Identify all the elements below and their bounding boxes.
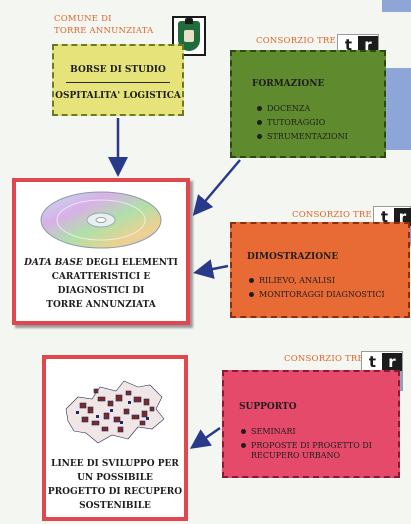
comune-box-line1: BORSE DI STUDIO	[70, 65, 166, 75]
comune-box-line2: OSPITALITA' LOGISTICA	[55, 91, 181, 101]
supporto-title: SUPPORTO	[239, 402, 297, 412]
formazione-item: STRUMENTAZIONI	[257, 132, 348, 142]
comune-label-line2: TORRE ANNUNZIATA	[54, 26, 154, 36]
dimostrazione-title: DIMOSTRAZIONE	[247, 252, 339, 262]
linee-line1: LINEE DI SVILUPPO PER	[51, 459, 179, 469]
dimostrazione-item: MONITORAGGI DIAGNOSTICI	[249, 290, 385, 300]
comune-box-divider	[66, 82, 170, 83]
formazione-header: CONSORZIO TRE	[256, 36, 336, 46]
arrow-formazione-to-database	[192, 159, 241, 216]
linee-box: LINEE DI SVILUPPO PER UN POSSIBILE PROGE…	[42, 355, 188, 521]
formazione-item: TUTORAGGIO	[257, 118, 348, 128]
database-line4: TORRE ANNUNZIATA	[46, 300, 156, 310]
formazione-box: FORMAZIONE DOCENZA TUTORAGGIO STRUMENTAZ…	[230, 50, 386, 158]
comune-label-line1: COMUNE DI	[54, 14, 112, 24]
supporto-box: SUPPORTO SEMINARI PROPOSTE DI PROGETTO D…	[222, 370, 400, 478]
dimostrazione-header: CONSORZIO TRE	[292, 210, 372, 220]
database-title: DATA BASE DEGLI ELEMENTI	[24, 258, 178, 268]
dimostrazione-box: DIMOSTRAZIONE RILIEVO, ANALISI MONITORAG…	[230, 222, 410, 318]
database-line3: DIAGNOSTICI DI	[57, 286, 145, 296]
dimostrazione-list: RILIEVO, ANALISI MONITORAGGI DIAGNOSTICI	[249, 276, 385, 304]
arrow-dimostrazione-to-database	[193, 259, 229, 279]
supporto-item: SEMINARI	[241, 427, 391, 437]
supporto-header: CONSORZIO TRE	[284, 354, 364, 364]
supporto-list: SEMINARI PROPOSTE DI PROGETTO DI RECUPER…	[241, 427, 391, 465]
decorative-strip-middle	[382, 68, 411, 150]
database-line2: CARATTERISTICI E	[51, 272, 151, 282]
supporto-item: PROPOSTE DI PROGETTO DI RECUPERO URBANO	[241, 441, 391, 461]
formazione-title: FORMAZIONE	[252, 79, 325, 89]
linee-line3: PROGETTO DI RECUPERO	[47, 487, 183, 497]
arrow-supporto-to-linee	[189, 426, 221, 449]
comune-box: BORSE DI STUDIO OSPITALITA' LOGISTICA	[52, 44, 184, 116]
dimostrazione-item: RILIEVO, ANALISI	[249, 276, 385, 286]
urban-map-icon	[65, 380, 165, 444]
decorative-strip-top	[382, 0, 411, 12]
formazione-list: DOCENZA TUTORAGGIO STRUMENTAZIONI	[257, 104, 348, 146]
cd-disc-icon	[40, 191, 162, 249]
linee-line4: SOSTENIBILE	[79, 501, 151, 511]
linee-line2: UN POSSIBILE	[77, 473, 153, 483]
formazione-item: DOCENZA	[257, 104, 348, 114]
database-box: DATA BASE DEGLI ELEMENTI CARATTERISTICI …	[12, 178, 190, 325]
